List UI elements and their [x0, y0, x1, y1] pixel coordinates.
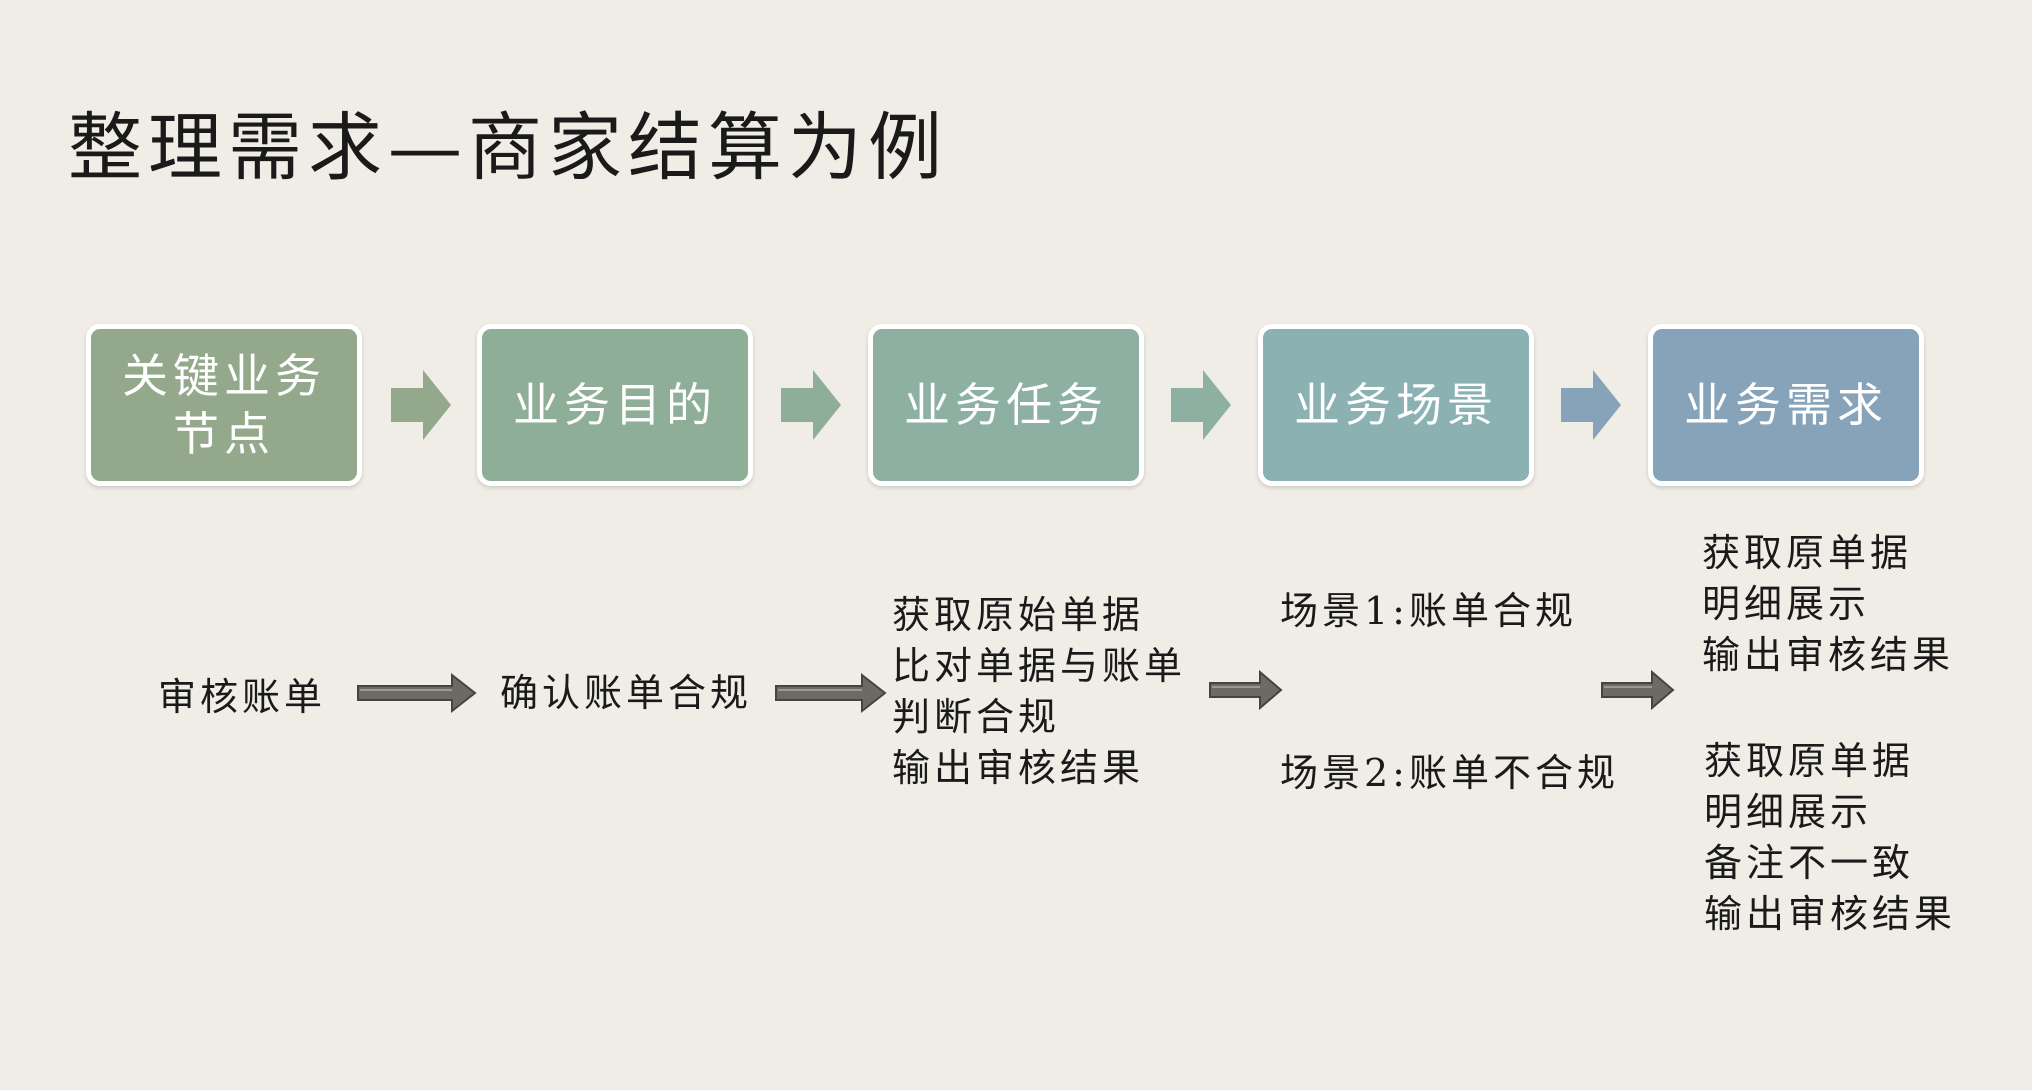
flow-requirement-line: 输出审核结果	[1704, 892, 1957, 936]
stage-box-purpose: 业务目的	[477, 324, 753, 486]
chevron-right-icon	[781, 370, 841, 440]
flow-task-line: 输出审核结果	[892, 746, 1145, 790]
chevron-right-icon	[1171, 370, 1231, 440]
flow-requirements-2-text: 获取原单据 明细展示 备注不一致 输出审核结果	[1704, 736, 1956, 940]
flow-task-line: 判断合规	[892, 695, 1061, 739]
flow-requirement-line: 输出审核结果	[1702, 633, 1955, 677]
stage-box-requirement: 业务需求	[1648, 324, 1924, 486]
flow-tasks-text: 获取原始单据 比对单据与账单 判断合规 输出审核结果	[892, 590, 1186, 794]
chevron-right-icon	[391, 370, 451, 440]
flow-purpose-text: 确认账单合规	[500, 668, 752, 719]
stage-box-key-node: 关键业务节点	[86, 324, 362, 486]
flow-scenario-1-text: 场景1:账单合规	[1280, 586, 1577, 637]
flow-task-line: 获取原始单据	[892, 593, 1145, 637]
stage-label: 业务需求	[1684, 378, 1888, 432]
stage-box-task: 业务任务	[868, 324, 1144, 486]
flow-purpose-line: 确认账单合规	[500, 671, 753, 715]
arrow-right-icon	[1209, 669, 1283, 711]
arrow-right-icon	[357, 672, 477, 714]
flow-task-line: 比对单据与账单	[892, 644, 1187, 688]
flow-requirement-line: 明细展示	[1704, 790, 1873, 834]
flow-requirement-line: 明细展示	[1702, 582, 1871, 626]
stage-box-scenario: 业务场景	[1258, 324, 1534, 486]
stage-label: 业务任务	[904, 378, 1108, 432]
flow-requirement-line: 获取原单据	[1704, 739, 1915, 783]
flow-node-line: 审核账单	[158, 675, 327, 719]
arrow-right-icon	[775, 672, 887, 714]
flow-requirement-line: 获取原单据	[1702, 531, 1913, 575]
page-title: 整理需求—商家结算为例	[68, 105, 948, 191]
arrow-right-icon	[1601, 669, 1675, 711]
flow-scenario-2-text: 场景2:账单不合规	[1280, 748, 1619, 799]
chevron-right-icon	[1561, 370, 1621, 440]
stage-label: 业务目的	[513, 378, 717, 432]
flow-requirements-1-text: 获取原单据 明细展示 输出审核结果	[1702, 528, 1954, 681]
flow-scenario-line: 场景2:账单不合规	[1280, 751, 1619, 795]
flow-scenario-line: 场景1:账单合规	[1280, 589, 1577, 633]
stage-label: 关键业务节点	[122, 349, 326, 461]
flow-requirement-line: 备注不一致	[1704, 841, 1915, 885]
flow-node-text: 审核账单	[158, 672, 326, 723]
stage-label: 业务场景	[1294, 378, 1498, 432]
